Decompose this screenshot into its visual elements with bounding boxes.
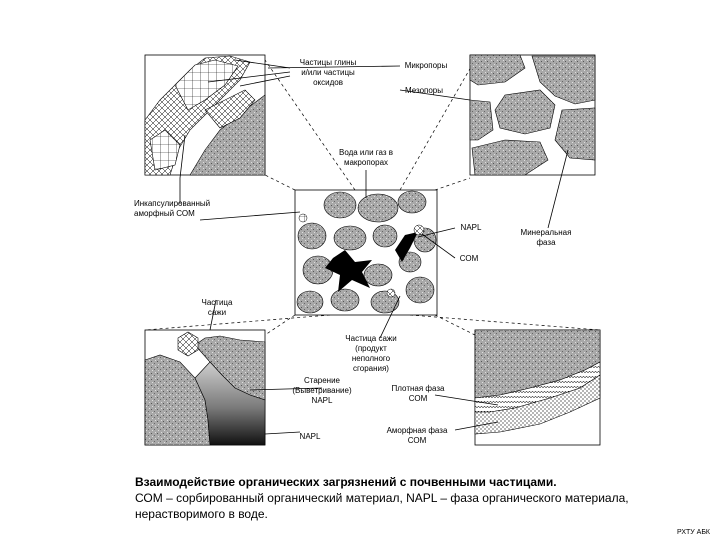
- panel-top-right: [469, 54, 596, 176]
- caption: Взаимодействие органических загрязнений …: [135, 474, 720, 522]
- panel-top-left: [144, 54, 266, 176]
- label-dense-phase: Плотная фаза СОМ: [391, 384, 445, 403]
- label-mineral-phase: Минеральная фаза: [520, 228, 572, 247]
- connector-lines: [144, 59, 601, 336]
- label-encapsulated-som: Инкапсулированный аморфный СОМ: [134, 199, 211, 218]
- label-napl-bottom: NAPL: [299, 432, 321, 441]
- caption-body: СОМ – сорбированный органический материа…: [135, 491, 629, 521]
- label-water-gas: Вода или газ в макропорах: [338, 148, 394, 167]
- panel-bottom-left: [144, 329, 266, 446]
- label-amorphous-phase: Аморфная фаза СОМ: [386, 426, 448, 445]
- panel-center: [294, 189, 438, 316]
- caption-title: Взаимодействие органических загрязнений …: [135, 475, 557, 489]
- label-mesopores: Мезопоры: [404, 86, 444, 95]
- footer-credit: РХТУ АБК: [676, 529, 710, 536]
- label-com-center: СОМ: [459, 254, 479, 263]
- panel-bottom-right: [474, 329, 601, 446]
- label-aging: Старение (Выветривание) NAPL: [292, 376, 352, 405]
- label-micropores: Микропоры: [404, 61, 448, 70]
- label-soot-particle-product: Частица сажи (продукт неполного сгорания…: [345, 334, 397, 373]
- label-clay-particles: Частицы глины и/или частицы оксидов: [299, 58, 357, 87]
- label-napl-center: NAPL: [460, 223, 482, 232]
- label-soot-particle: Частица сажи: [201, 298, 233, 317]
- leader-lines: [179, 59, 569, 435]
